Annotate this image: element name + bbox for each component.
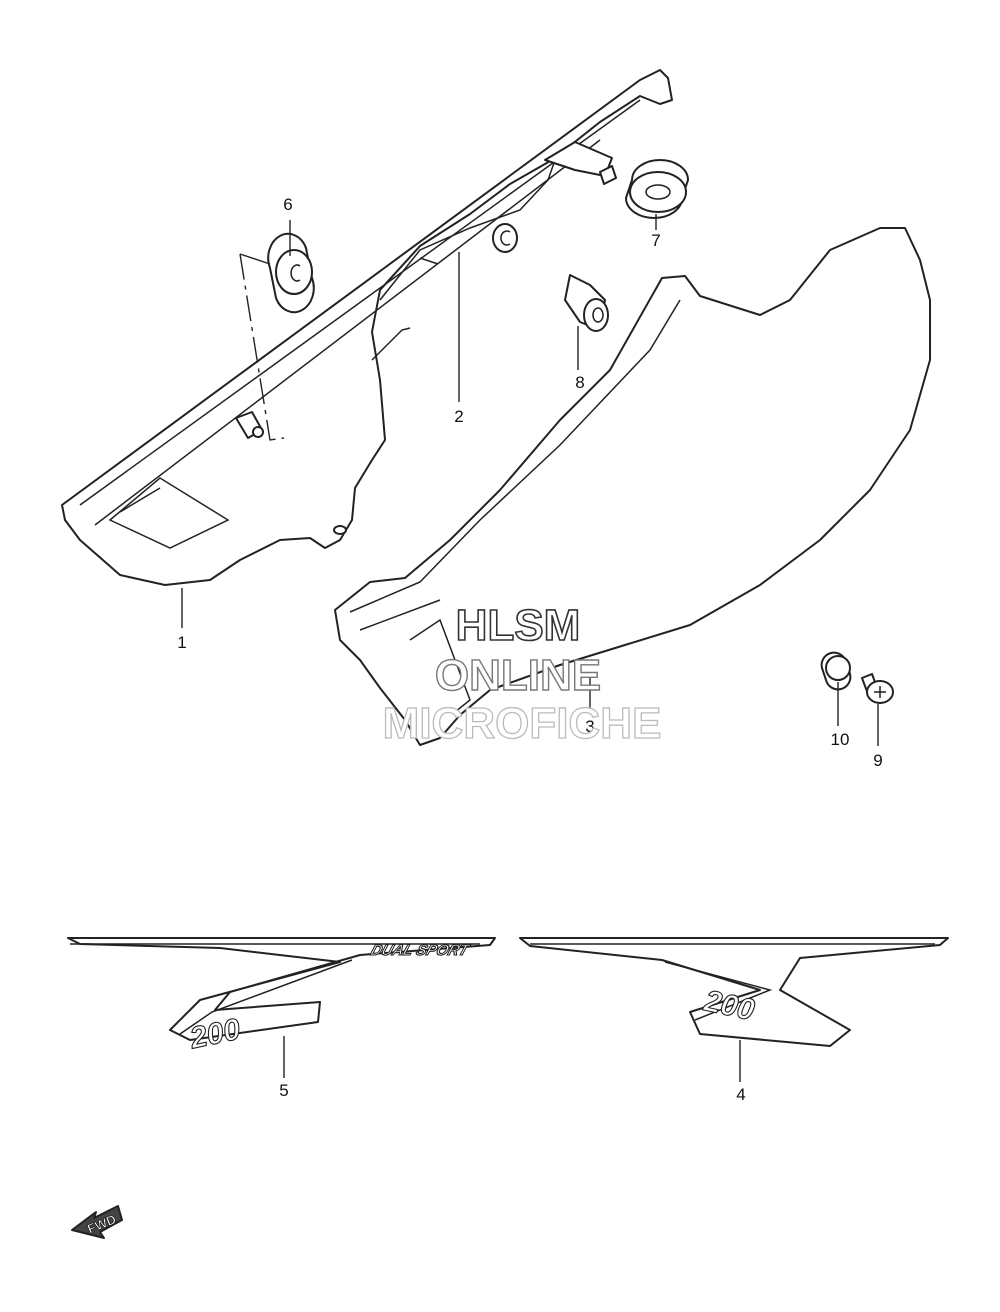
leader-lines	[181, 214, 879, 1082]
part-9-bolt	[861, 673, 894, 704]
part-7-grommet	[625, 159, 689, 219]
part-4-decal: DUAL SPORT 200	[368, 937, 949, 1047]
callout-10: 10	[831, 730, 850, 749]
part-8-collar	[564, 274, 609, 332]
callout-8: 8	[575, 373, 584, 392]
part-5-decal: DUAL SPORT 200	[67, 937, 496, 1056]
part-3-side-cover	[334, 227, 931, 746]
callout-7: 7	[651, 231, 660, 250]
part-1-side-cover	[61, 69, 673, 586]
watermark: HLSM ONLINE MICROFICHE	[382, 600, 662, 748]
callout-5: 5	[279, 1081, 288, 1100]
callouts: 1 2 3 4 5 6 7 8 9 10	[177, 195, 882, 1104]
callout-9: 9	[873, 751, 882, 770]
watermark-line1: HLSM	[456, 601, 581, 650]
part-6-grommet	[267, 232, 315, 314]
callout-4: 4	[736, 1085, 745, 1104]
part-10-grommet	[820, 651, 852, 691]
callout-2: 2	[454, 407, 463, 426]
watermark-line2: ONLINE	[435, 651, 601, 700]
callout-1: 1	[177, 633, 186, 652]
watermark-line3: MICROFICHE	[383, 699, 662, 748]
callout-6: 6	[283, 195, 292, 214]
decal-4-brand-text: DUAL SPORT	[368, 942, 472, 959]
fwd-arrow-icon: FWD	[71, 1205, 123, 1239]
callout-3: 3	[585, 717, 594, 736]
